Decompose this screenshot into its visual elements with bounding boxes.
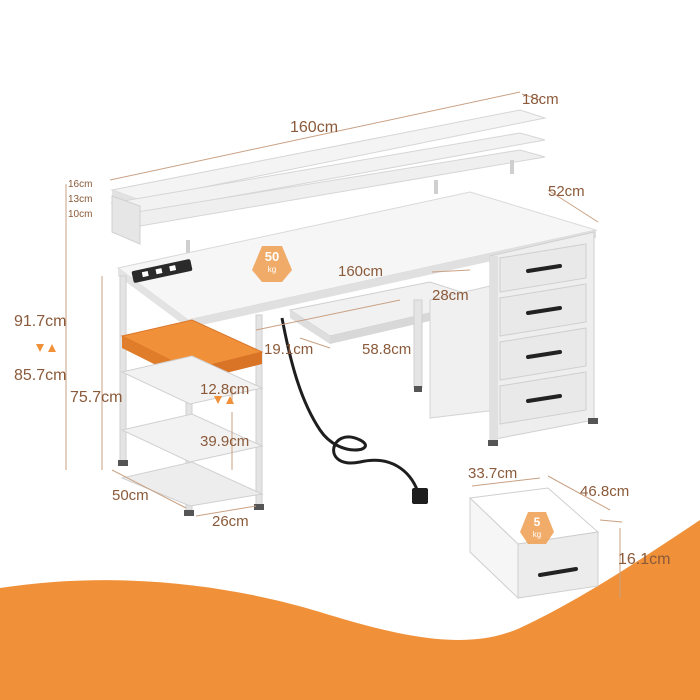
shelf: [120, 461, 264, 507]
foot: [254, 504, 264, 510]
drawer-detail-side: [517, 531, 599, 599]
keyboard-tray-height-label: 19.1cm: [264, 341, 314, 358]
foot: [184, 510, 194, 516]
cabinet-back-bins: [429, 285, 497, 419]
drawer-handle: [526, 264, 562, 273]
shelf: [120, 413, 264, 463]
weight-icon: [520, 512, 554, 544]
desk-height-label: 75.7cm: [70, 389, 123, 406]
drawer-load-value: 5: [533, 515, 541, 529]
leg: [255, 314, 263, 506]
desktop: [116, 191, 598, 328]
adjust-arrows-icon: [36, 344, 234, 404]
desk-load-unit: kg: [267, 265, 277, 274]
hutch-shelf-front-face: [111, 195, 141, 245]
orange-background-wave: [0, 520, 700, 700]
keyboard-tray-front: [290, 310, 330, 344]
drawer-load-unit: kg: [532, 530, 542, 539]
hutch-post: [186, 240, 190, 254]
drawer-width-label: 33.7cm: [468, 465, 518, 482]
left-shelf-unit: [118, 275, 264, 516]
socket: [169, 265, 177, 272]
power-cord: [280, 317, 420, 493]
drawer-cabinet: [413, 231, 598, 446]
shelf-depth-label: 50cm: [112, 487, 149, 504]
drawer-depth-label: 46.8cm: [580, 483, 630, 500]
hutch-post: [510, 160, 514, 174]
drawer-handle: [538, 567, 578, 577]
top-width-label: 160cm: [290, 119, 339, 136]
foot: [118, 460, 128, 466]
leg: [119, 275, 127, 463]
weight-icon: [252, 246, 292, 282]
leg: [413, 299, 423, 389]
foot: [488, 440, 498, 446]
hutch-depth-label: 18cm: [522, 91, 559, 108]
plug-icon: [412, 488, 428, 504]
shelf-width-label: 26cm: [212, 513, 249, 530]
drawer-height-label: 16.1cm: [618, 551, 671, 568]
keyboard-tray-width-label: 58.8cm: [362, 341, 412, 358]
socket: [155, 268, 163, 275]
dimension-lines: [65, 91, 623, 598]
hutch: [110, 109, 547, 254]
hutch-gap-bottom-label: 10cm: [68, 209, 93, 220]
hutch-gap-top-label: 16cm: [68, 179, 93, 190]
shelf-gap-label: 12.8cm: [200, 381, 250, 398]
desktop-side-edge: [188, 230, 596, 328]
socket: [141, 270, 149, 278]
desk-width-label: 160cm: [338, 263, 384, 280]
drawer-handle: [526, 350, 562, 359]
shelf-gap-adjustable-label: 39.9cm: [200, 433, 250, 450]
desktop-front-edge: [118, 268, 188, 328]
drawer-handle: [526, 306, 562, 315]
drawer-handle: [526, 394, 562, 403]
hutch-gap-mid-label: 13cm: [68, 194, 93, 205]
total-height-label: 91.7cm: [14, 313, 67, 330]
foot: [588, 418, 598, 424]
shelf: [120, 355, 264, 405]
hutch-post: [434, 180, 438, 194]
desk-load-value: 50: [264, 249, 280, 264]
foot: [414, 386, 422, 392]
desk-depth-label: 52cm: [548, 183, 585, 200]
keyboard-tray-depth-label: 28cm: [432, 287, 469, 304]
cabinet-post: [490, 256, 498, 442]
total-height-low-label: 85.7cm: [14, 367, 67, 384]
